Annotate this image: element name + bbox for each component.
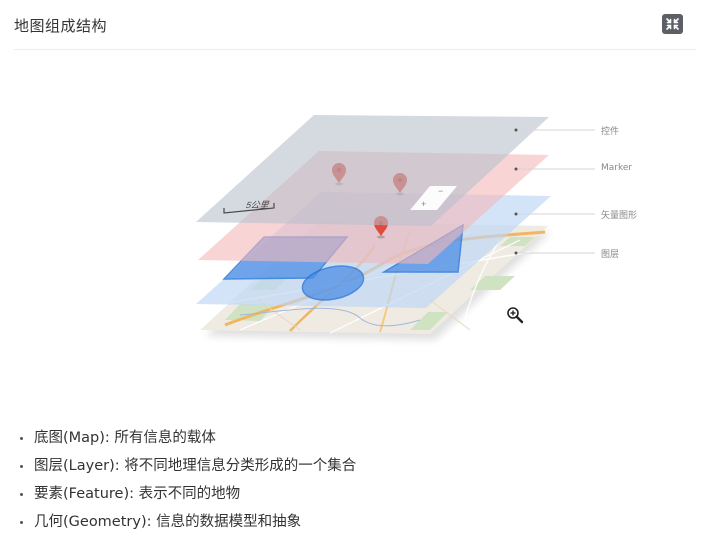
layer-label-base: 图层: [601, 250, 620, 260]
label-leaders: [516, 129, 595, 254]
zoom-control-plus: +: [421, 199, 426, 209]
list-item: 要素(Feature): 表示不同的地物: [20, 480, 356, 508]
layer-label-controls: 控件: [601, 127, 620, 137]
zoom-control: + −: [410, 186, 457, 210]
vector-ellipse: [301, 265, 365, 301]
label-leader-dots: [514, 128, 518, 255]
layer-label-marker: Marker: [601, 163, 633, 173]
zoom-control-minus: −: [438, 186, 443, 196]
controls-layer-plane: [196, 115, 549, 226]
scale-bar: 5公里: [223, 200, 275, 214]
layer-stack-illustration: 5公里 + −: [196, 115, 595, 340]
layer-label-vector: 矢量图形: [601, 211, 638, 221]
page-title: 地图组成结构: [14, 17, 108, 35]
scale-label: 5公里: [245, 200, 272, 210]
fullscreen-exit-icon: [666, 18, 679, 30]
list-item: 底图(Map): 所有信息的载体: [20, 424, 356, 452]
card-header: 地图组成结构: [14, 0, 696, 50]
list-item: 图层(Layer): 将不同地理信息分类形成的一个集合: [20, 452, 356, 480]
list-item: 几何(Geometry): 信息的数据模型和抽象: [20, 508, 356, 536]
fullscreen-button[interactable]: [662, 14, 683, 34]
concept-list: 底图(Map): 所有信息的载体 图层(Layer): 将不同地理信息分类形成的…: [20, 424, 356, 536]
zoom-in-icon[interactable]: [506, 306, 524, 324]
controls-layer: 5公里 + −: [196, 115, 549, 226]
map-structure-diagram: 5公里 + − 控件 Marker 矢量图形 图层: [196, 115, 638, 340]
